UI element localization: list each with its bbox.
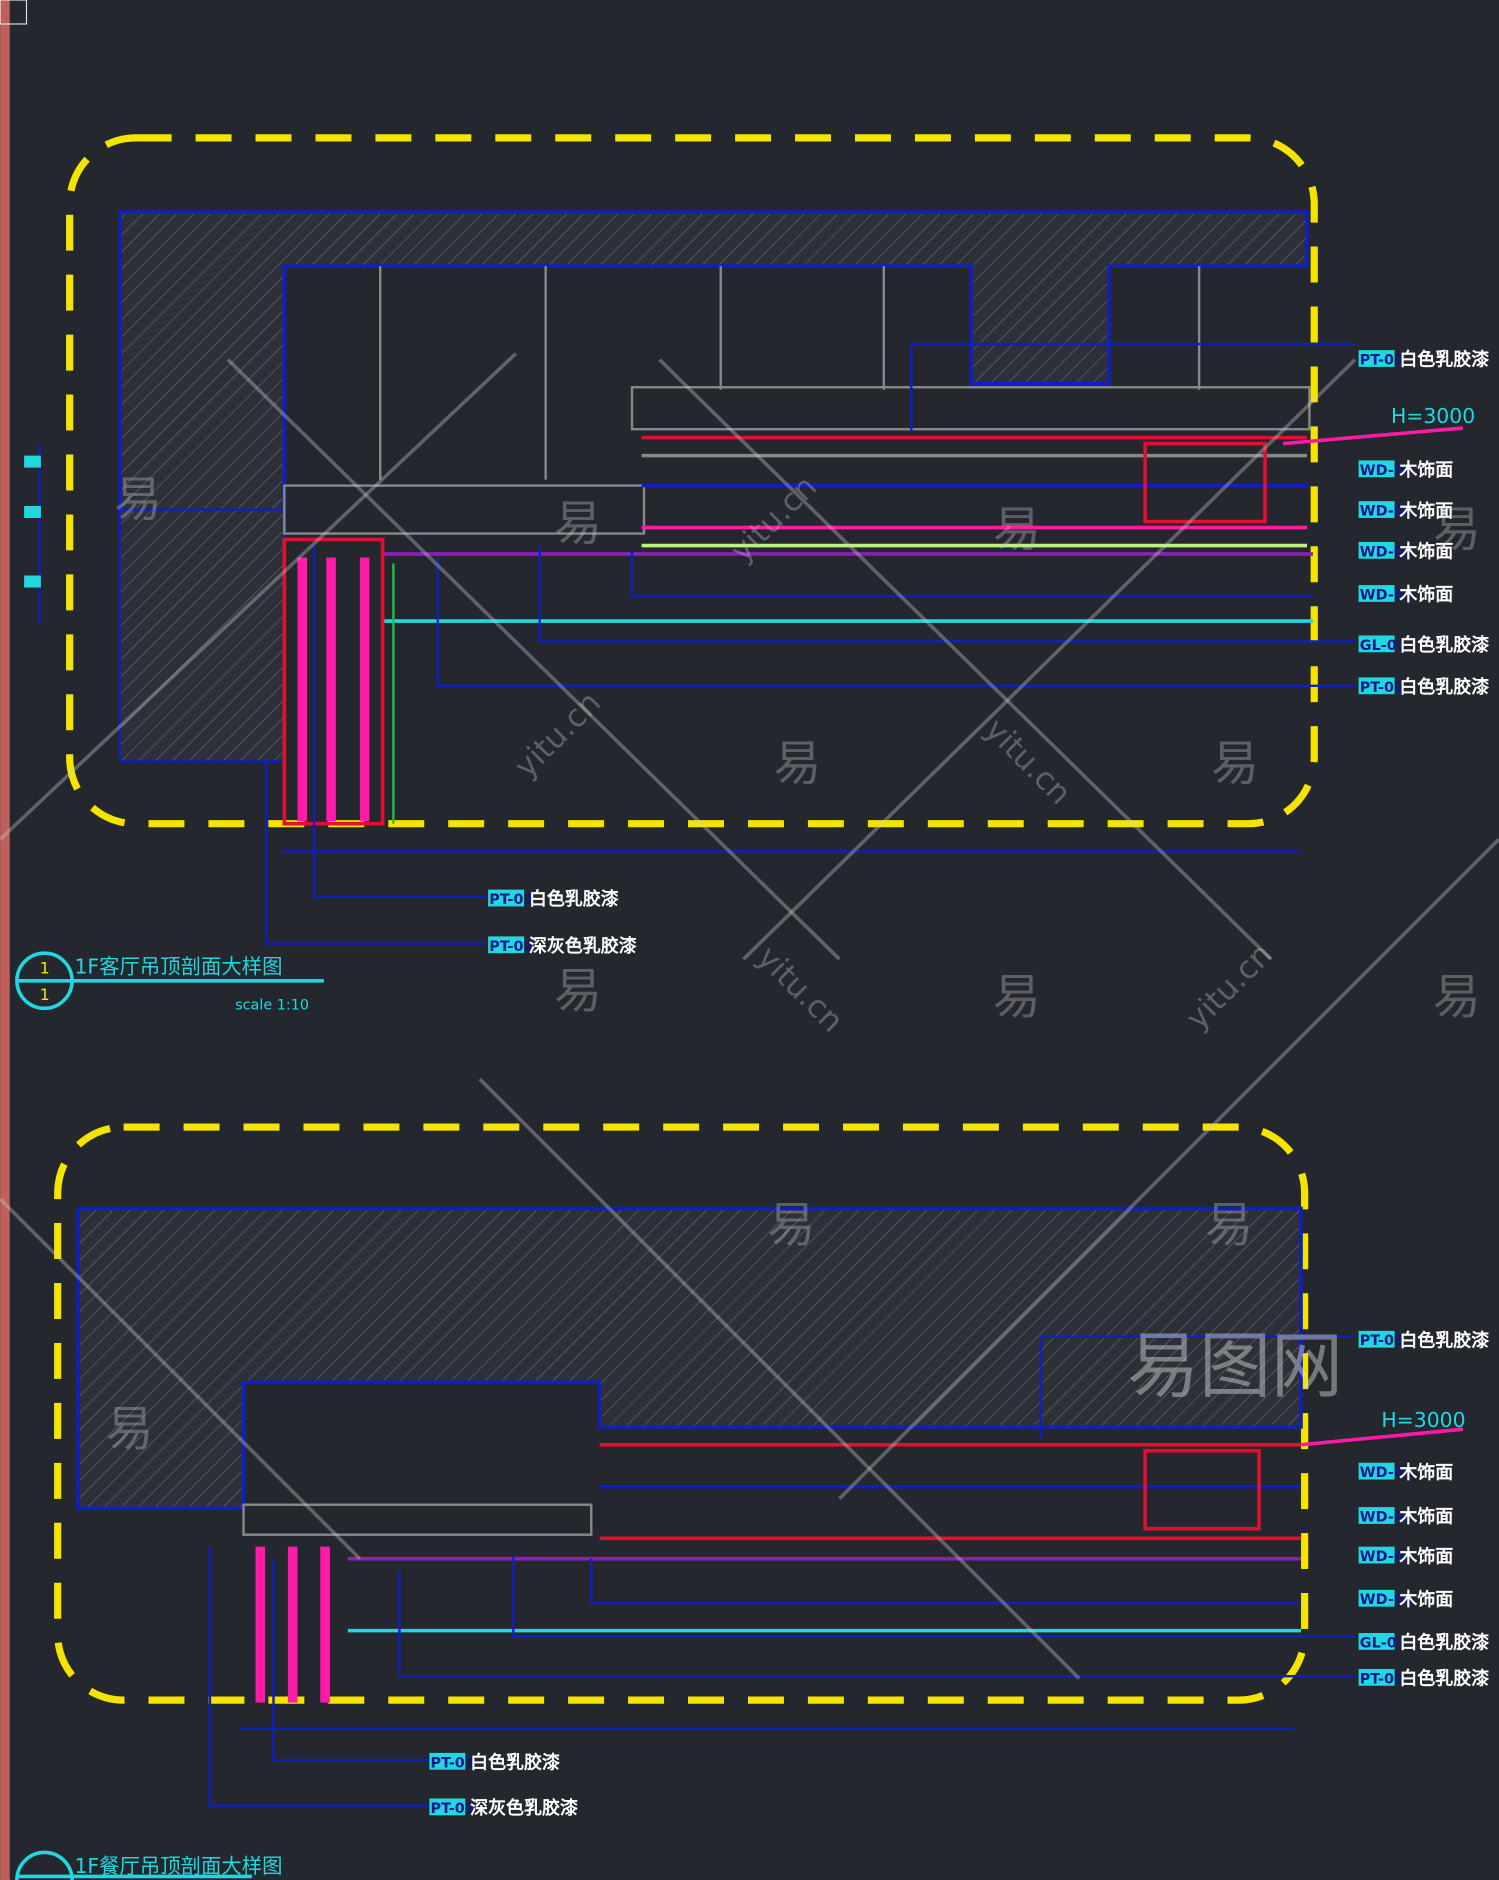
sheet-number: 1 [40, 986, 50, 1004]
watermark-site: yitu.cn [1179, 936, 1279, 1036]
magenta-insulation [297, 557, 370, 822]
ceiling-frame-low [283, 484, 646, 535]
watermark-char: 易 [106, 1401, 154, 1457]
leader-lines [208, 1335, 1355, 1807]
watermark-char: 易 [1211, 735, 1259, 791]
corner-marker [0, 0, 28, 25]
watermark-char: 易 [554, 963, 602, 1019]
callout-code: WD-02 [1360, 1510, 1414, 1526]
callout-text: 白色乳胶漆 [529, 888, 619, 910]
callout-text: 白色乳胶漆 [1399, 1329, 1489, 1351]
callout-text: 深灰色乳胶漆 [470, 1797, 578, 1819]
detail-title: 1F客厅吊顶剖面大样图 [74, 955, 282, 979]
window-left-edge [0, 0, 10, 1880]
callout-code: PT-02 [489, 939, 533, 955]
ceiling-frame-high [630, 386, 1311, 431]
watermark-char: 易 [554, 496, 602, 552]
wall-panel [282, 537, 385, 826]
ceiling-frame-low [242, 1503, 593, 1536]
callout-text: 白色乳胶漆 [1399, 349, 1489, 371]
callout-code: PT-01 [431, 1755, 475, 1771]
callout-text: 白色乳胶漆 [1399, 634, 1489, 656]
callout-code: GL-01 [1360, 1635, 1407, 1651]
callout-code: PT-01 [1360, 352, 1404, 368]
magenta-insulation [255, 1546, 330, 1703]
callout-code: PT-02 [1360, 680, 1404, 696]
watermark-char: 易 [1205, 1197, 1253, 1253]
watermark-char: 易 [767, 1197, 815, 1253]
concrete-wall [118, 508, 286, 763]
callout-code: PT-01 [1360, 1333, 1404, 1349]
callout-text: 白色乳胶漆 [1399, 676, 1489, 698]
callout-text: 木饰面 [1398, 500, 1453, 522]
callout-code: WD-04 [1360, 587, 1414, 603]
callout-code: WD-03 [1360, 1549, 1414, 1565]
watermark-site: yitu.cn [508, 685, 608, 785]
callout-code: WD-03 [1360, 544, 1414, 560]
detail-1-title-block: 1 1 1F客厅吊顶剖面大样图 scale 1:10 [15, 951, 324, 1014]
callout-code: WD-02 [1360, 504, 1414, 520]
callout-text: 木饰面 [1398, 459, 1453, 481]
detail-1-boundary [66, 134, 1318, 828]
watermark-logo: 易图网 [1127, 1324, 1343, 1408]
callout-code: PT-01 [489, 892, 533, 908]
watermark-char: 易 [773, 735, 821, 791]
concrete-slab [76, 1206, 1303, 1511]
callout-text: 木饰面 [1398, 1506, 1453, 1528]
index-number: 1 [40, 960, 50, 978]
callout-text: 木饰面 [1398, 541, 1453, 563]
watermark [0, 352, 1499, 1680]
callout-text: 白色乳胶漆 [470, 1751, 560, 1773]
detail-2: H=3000 [54, 1123, 1466, 1807]
watermark-site: yitu.cn [978, 712, 1078, 812]
elevation-label: H=3000 [1381, 1408, 1465, 1432]
elevation-label: H=3000 [1391, 404, 1475, 428]
callout-text: 白色乳胶漆 [1399, 1632, 1489, 1654]
callout-text: 木饰面 [1398, 1461, 1453, 1483]
callout-code: WD-01 [1360, 463, 1414, 479]
callout-code: PT-02 [431, 1801, 475, 1817]
detail-scale: scale 1:10 [235, 998, 309, 1014]
callout-text: 深灰色乳胶漆 [529, 935, 637, 957]
leader-lines [38, 342, 1355, 945]
detail-title: 1F餐厅吊顶剖面大样图 [74, 1854, 282, 1878]
hanger-rods [379, 266, 1201, 480]
callout-code: PT-02 [1360, 1671, 1404, 1687]
detail-2-boundary [54, 1123, 1309, 1704]
callout-text: 木饰面 [1398, 1588, 1453, 1610]
callout-code: WD-01 [1360, 1465, 1414, 1481]
callout-text: 白色乳胶漆 [1399, 1668, 1489, 1690]
watermark-char: 易 [993, 502, 1041, 558]
watermark-char: 易 [114, 472, 162, 528]
callout-text: 木饰面 [1398, 1545, 1453, 1567]
watermark-char: 易 [1433, 502, 1481, 558]
detail-2-title-block: 1F餐厅吊顶剖面大样图 [15, 1850, 283, 1880]
callout-text: 木饰面 [1398, 584, 1453, 606]
watermark-char: 易 [1433, 969, 1481, 1025]
callout-code: WD-04 [1360, 1592, 1414, 1608]
watermark-char: 易 [993, 969, 1041, 1025]
detail-1: H=3000 [24, 134, 1475, 945]
index-circle [15, 1850, 74, 1880]
callout-code: GL-01 [1360, 638, 1407, 654]
